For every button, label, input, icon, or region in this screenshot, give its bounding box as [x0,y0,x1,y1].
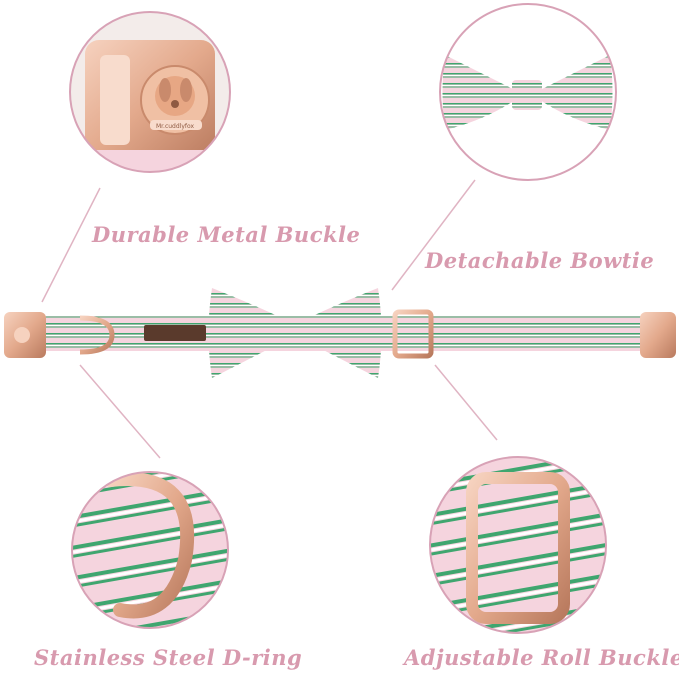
label-detachable-bowtie: Detachable Bowtie [425,248,655,273]
label-roll-buckle: Adjustable Roll Buckle [404,645,679,670]
engraving-text: Mr.cuddlyfox [156,123,195,130]
bowtie-closeup [439,3,617,181]
dring-closeup [71,471,229,629]
callout-lines [41,179,498,459]
label-metal-buckle: Durable Metal Buckle [92,222,361,247]
label-dring: Stainless Steel D-ring [34,645,303,670]
collar-strap [4,288,676,378]
roll-buckle-closeup [429,456,607,634]
buckle-closeup: Mr.cuddlyfox [69,11,231,173]
